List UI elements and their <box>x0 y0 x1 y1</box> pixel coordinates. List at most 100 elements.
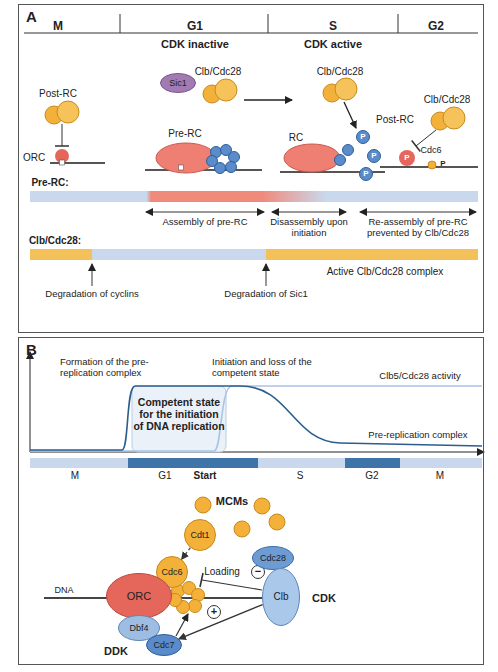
activity-curve <box>30 386 482 451</box>
timeline-axis <box>24 14 478 33</box>
plot-axis <box>30 352 31 452</box>
text-label: CDK active <box>273 38 393 51</box>
text-label: MCMs <box>207 495 257 508</box>
cdk-bar <box>92 249 266 260</box>
orc-complex: ORC <box>106 573 172 619</box>
activation-arrow <box>176 614 188 636</box>
pre-rc-bar <box>30 191 478 202</box>
protein-ellipse: Sic1 <box>160 73 196 93</box>
text-label: S <box>318 20 348 34</box>
pre-rc-complex <box>179 165 184 170</box>
timeline-axis <box>268 14 269 33</box>
protein-circle: Cdt1 <box>184 519 216 551</box>
text-label: Degradation of cyclins <box>32 289 152 300</box>
activity-curve <box>30 386 482 451</box>
mcm-ring <box>229 152 240 163</box>
event-arrow <box>92 264 266 286</box>
inhibition-line <box>55 124 69 146</box>
protein-ellipse: Clb <box>262 568 300 626</box>
inhibition-line <box>416 130 436 146</box>
inhibition-line <box>62 124 63 146</box>
orc-circle <box>399 150 415 166</box>
range-arrow <box>360 212 476 213</box>
competent-region <box>132 386 226 452</box>
text-label: P <box>360 169 372 178</box>
mcm-released <box>360 168 373 181</box>
event-arrow <box>92 264 93 286</box>
text-label: Pre-replication complex <box>353 430 483 441</box>
competent-region <box>132 386 226 452</box>
timeline-axis <box>398 14 399 33</box>
pre-rc-curve <box>30 386 482 450</box>
event-arrow <box>266 264 267 286</box>
pre-rc-curve <box>30 386 482 450</box>
text-label: Active Clb/Cdc28 complex <box>310 266 460 278</box>
text-label: Clb/Cdc28: <box>15 235 95 247</box>
timeline-axis <box>24 33 478 34</box>
shape-fill <box>147 635 182 656</box>
text-label: Competent state for the initiation of DN… <box>133 396 225 432</box>
text-label: Re-assembly of pre-RC prevented by Clb/C… <box>358 217 478 239</box>
cdk-complex <box>215 79 237 101</box>
panel-letter: B <box>26 342 37 357</box>
cell-cycle-bar <box>128 458 258 468</box>
mcm-released <box>335 155 346 166</box>
text-label: CDK <box>304 592 344 605</box>
mcm-ring <box>189 600 202 613</box>
phosphorylation-arrow <box>344 102 356 128</box>
text-label: RC <box>281 132 311 144</box>
protein-ellipse: Cdc7 <box>146 634 182 656</box>
text-label: ORC <box>16 152 52 164</box>
text-label: DDK <box>96 645 136 658</box>
mcm-ring <box>207 145 240 174</box>
cdk-bar <box>30 249 92 260</box>
mcm-released <box>357 131 370 144</box>
text-label: G1 <box>180 20 210 34</box>
timeline-axis <box>120 14 121 33</box>
text-label: Initiation and loss of the competent sta… <box>212 357 342 379</box>
text-label: Cdc6 <box>413 145 449 155</box>
sign-circle <box>208 606 221 619</box>
cdk-complex <box>203 79 237 103</box>
text-label: M <box>43 20 73 34</box>
range-arrow <box>272 212 346 213</box>
text-label: Clb/Cdc28 <box>305 66 375 78</box>
text-label: CDK inactive <box>135 38 255 51</box>
cdk-bar <box>266 249 478 260</box>
text-label: P <box>437 159 449 168</box>
mcm-released <box>335 131 381 181</box>
node-text: Cdt1 <box>184 519 216 551</box>
text-label: G2 <box>357 470 387 482</box>
text-label: Disassembly upon initiation <box>269 217 349 239</box>
panel-frame: ASic1 <box>18 4 484 333</box>
connector-arrow <box>182 548 191 559</box>
text-label: Clb/Cdc28 <box>412 94 482 106</box>
text-label: Loading <box>197 566 247 578</box>
mcm-released <box>368 150 381 163</box>
cdk-complex <box>431 107 465 130</box>
phosphorylation-arrow <box>344 102 356 128</box>
shape-fill <box>263 569 300 626</box>
free-mcm <box>195 497 211 513</box>
transition-arrow <box>244 100 292 101</box>
text-label: Clb5/Cdc28 activity <box>365 371 475 382</box>
text-label: G2 <box>421 20 451 34</box>
transition-arrow <box>244 99 292 100</box>
mcm-released <box>343 145 354 156</box>
orc-circle <box>55 149 69 165</box>
free-mcm <box>234 521 250 537</box>
free-mcm <box>269 514 285 530</box>
text-label: Post-RC <box>365 114 425 126</box>
cell-cycle-bar <box>400 458 482 468</box>
cdk-complex <box>57 101 79 123</box>
text-label: M <box>60 470 90 482</box>
text-label: M <box>425 470 455 482</box>
cell-cycle-bar <box>258 458 345 468</box>
range-arrow <box>146 212 264 213</box>
shape-fill <box>107 574 172 619</box>
text-label: Formation of the pre-replication complex <box>60 357 190 379</box>
text-label: Start <box>185 470 225 482</box>
node-text: ORC <box>106 573 172 619</box>
text-label: Pre-RC: <box>20 177 80 189</box>
